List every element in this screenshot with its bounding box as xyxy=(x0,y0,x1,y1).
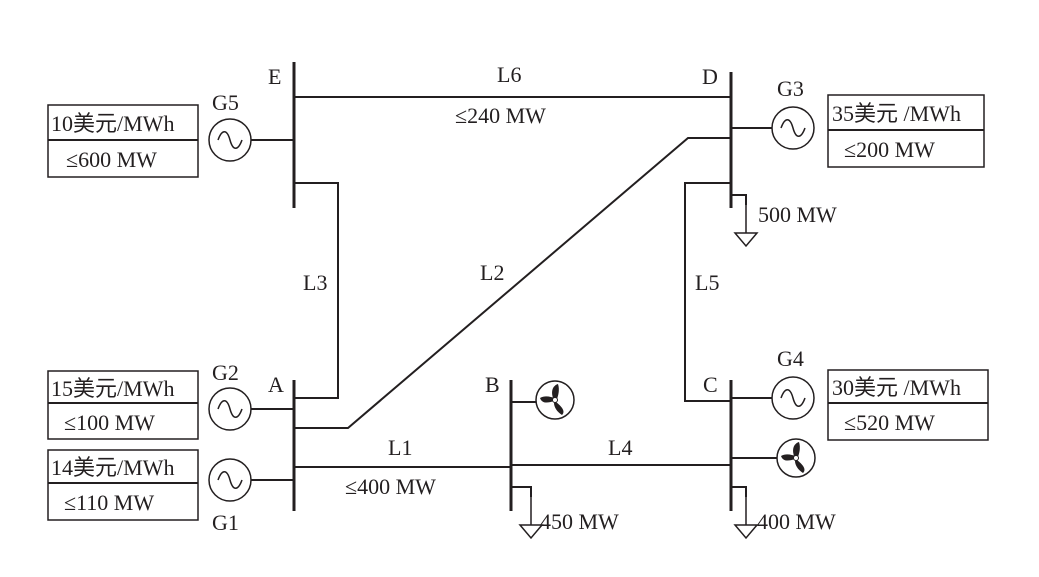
g1-capacity: ≤110 MW xyxy=(64,490,154,515)
g1-offer-box xyxy=(47,449,199,521)
line-l2-label: L2 xyxy=(480,260,504,285)
g5-ac-generator-icon xyxy=(208,118,252,162)
bus-label-b: B xyxy=(485,372,500,397)
line-l5 xyxy=(684,182,731,402)
bus-label-d: D xyxy=(702,64,718,89)
g1-price: 14美元/MWh xyxy=(51,455,174,480)
g3-price: 35美元 /MWh xyxy=(832,101,961,126)
g2-label: G2 xyxy=(212,360,239,385)
bus-c-load-arrow-icon xyxy=(734,486,758,539)
g4-capacity: ≤520 MW xyxy=(844,410,935,435)
g3-label: G3 xyxy=(777,76,804,101)
bus-b-load-arrow-icon xyxy=(519,486,543,539)
line-l6-limit: ≤240 MW xyxy=(455,103,546,128)
g2-price: 15美元/MWh xyxy=(51,376,174,401)
load-d-connector xyxy=(731,194,747,205)
bus-b-wind-turbine-icon xyxy=(535,380,575,420)
g5-label: G5 xyxy=(212,90,239,115)
line-l3 xyxy=(294,182,339,399)
g3-ac-generator-icon xyxy=(771,106,815,150)
g4-label: G4 xyxy=(777,346,804,371)
bus-label-c: C xyxy=(703,372,718,397)
g3-capacity: ≤200 MW xyxy=(844,137,935,162)
g1-label: G1 xyxy=(212,510,239,535)
g2-offer-box xyxy=(47,370,199,440)
line-l5-label: L5 xyxy=(695,270,719,295)
g4-offer-box xyxy=(827,369,989,441)
bus-label-a: A xyxy=(268,372,284,397)
g4-price: 30美元 /MWh xyxy=(832,375,961,400)
load-c-connector xyxy=(731,486,747,497)
load-c-value: 400 MW xyxy=(757,509,836,534)
g1-ac-generator-icon xyxy=(208,458,252,502)
g5-price: 10美元/MWh xyxy=(51,111,174,136)
line-l6-label: L6 xyxy=(497,62,521,87)
line-l1-label: L1 xyxy=(388,435,412,460)
bus-label-e: E xyxy=(268,64,281,89)
bus-d-load-arrow-icon xyxy=(734,194,758,247)
line-l1-limit: ≤400 MW xyxy=(345,474,436,499)
bus-c-wind-turbine-icon xyxy=(776,438,816,478)
line-l4-label: L4 xyxy=(608,435,632,460)
load-d-value: 500 MW xyxy=(758,202,837,227)
g4-ac-generator-icon xyxy=(771,376,815,420)
line-l2 xyxy=(294,137,731,429)
line-l3-label: L3 xyxy=(303,270,327,295)
g2-capacity: ≤100 MW xyxy=(64,410,155,435)
load-b-connector xyxy=(511,486,532,497)
load-b-value: 450 MW xyxy=(540,509,619,534)
g5-capacity: ≤600 MW xyxy=(66,147,157,172)
g2-ac-generator-icon xyxy=(208,387,252,431)
